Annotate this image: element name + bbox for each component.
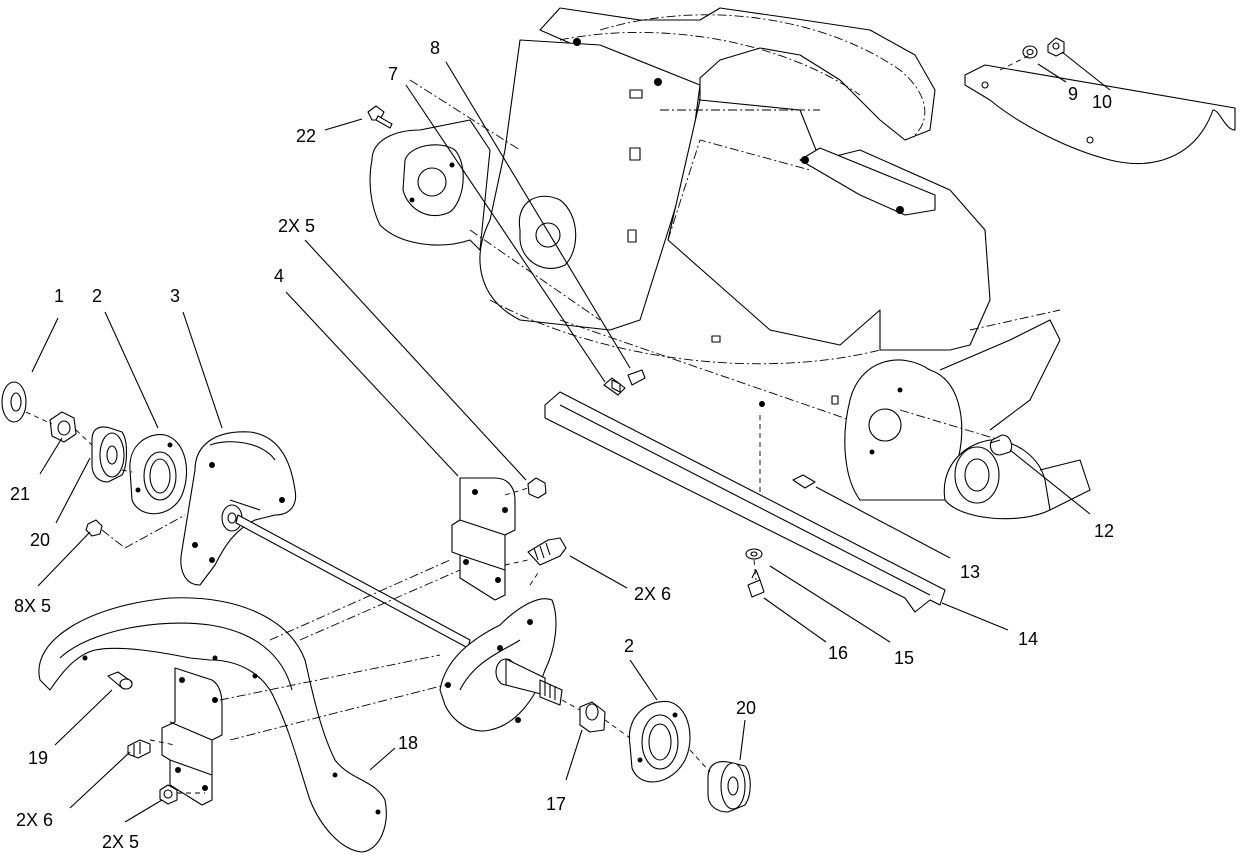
bolt-6-bracket [527, 537, 567, 566]
callout-20-right: 20 [736, 698, 756, 718]
screw-19 [107, 671, 133, 690]
scraper-bar-14 [544, 391, 946, 613]
nut-21 [49, 411, 77, 443]
shaft-end-right [495, 658, 563, 706]
bolt-16 [747, 559, 765, 598]
callout-2x6-right: 2X 6 [634, 584, 671, 604]
bolt-6-lower [127, 739, 151, 759]
callout-19: 19 [28, 748, 48, 768]
bracket-8 [627, 335, 839, 405]
callout-7: 7 [388, 64, 398, 84]
callout-10: 10 [1092, 92, 1112, 112]
washer-15 [745, 548, 763, 560]
auger-flight-3 [180, 431, 297, 586]
bracket-lower [161, 667, 223, 806]
callout-8: 8 [430, 38, 440, 58]
callout-16: 16 [828, 643, 848, 663]
flange-2-right [628, 700, 691, 783]
callout-4: 4 [274, 266, 284, 286]
callout-21: 21 [10, 484, 30, 504]
bearing-20-right [707, 761, 751, 813]
callout-8x5: 8X 5 [14, 596, 51, 616]
callout-3: 3 [170, 286, 180, 306]
washer-1 [1, 381, 27, 423]
screw-22 [367, 105, 393, 129]
nut-5-bracket [527, 477, 547, 499]
callout-22: 22 [296, 126, 316, 146]
handle-rod [964, 64, 1236, 164]
flange-2-left [129, 434, 188, 515]
callout-2x5-top: 2X 5 [278, 216, 315, 236]
callout-17: 17 [546, 794, 566, 814]
callout-12: 12 [1094, 521, 1114, 541]
auger-housing [369, 7, 1091, 520]
impeller-shield-18 [38, 597, 387, 853]
callout-2-right: 2 [624, 636, 634, 656]
callout-18: 18 [398, 733, 418, 753]
bracket-4 [451, 477, 516, 601]
shave-plate-13 [759, 415, 816, 495]
washer-9 [1022, 45, 1038, 59]
callout-20-left: 20 [30, 530, 50, 550]
callout-2x5-bottom: 2X 5 [102, 832, 139, 852]
callout-1: 1 [54, 286, 64, 306]
callout-2-left: 2 [92, 286, 102, 306]
carriage-bolt-7 [603, 377, 626, 396]
bushing-17 [579, 701, 606, 733]
callout-14: 14 [1018, 629, 1038, 649]
leader-lines [31, 51, 1111, 823]
nut-5-lower [159, 784, 178, 805]
callout-9: 9 [1068, 84, 1078, 104]
callout-2x6-left: 2X 6 [16, 810, 53, 830]
callout-labels: 1 2 3 4 2X 5 7 8 9 10 22 21 20 8X 5 2X 6… [10, 38, 1114, 852]
carriage-bolt-12 [989, 434, 1013, 456]
nut-10 [1047, 37, 1065, 57]
callout-15: 15 [894, 648, 914, 668]
bearing-20-left [91, 426, 128, 483]
callout-13: 13 [960, 562, 980, 582]
